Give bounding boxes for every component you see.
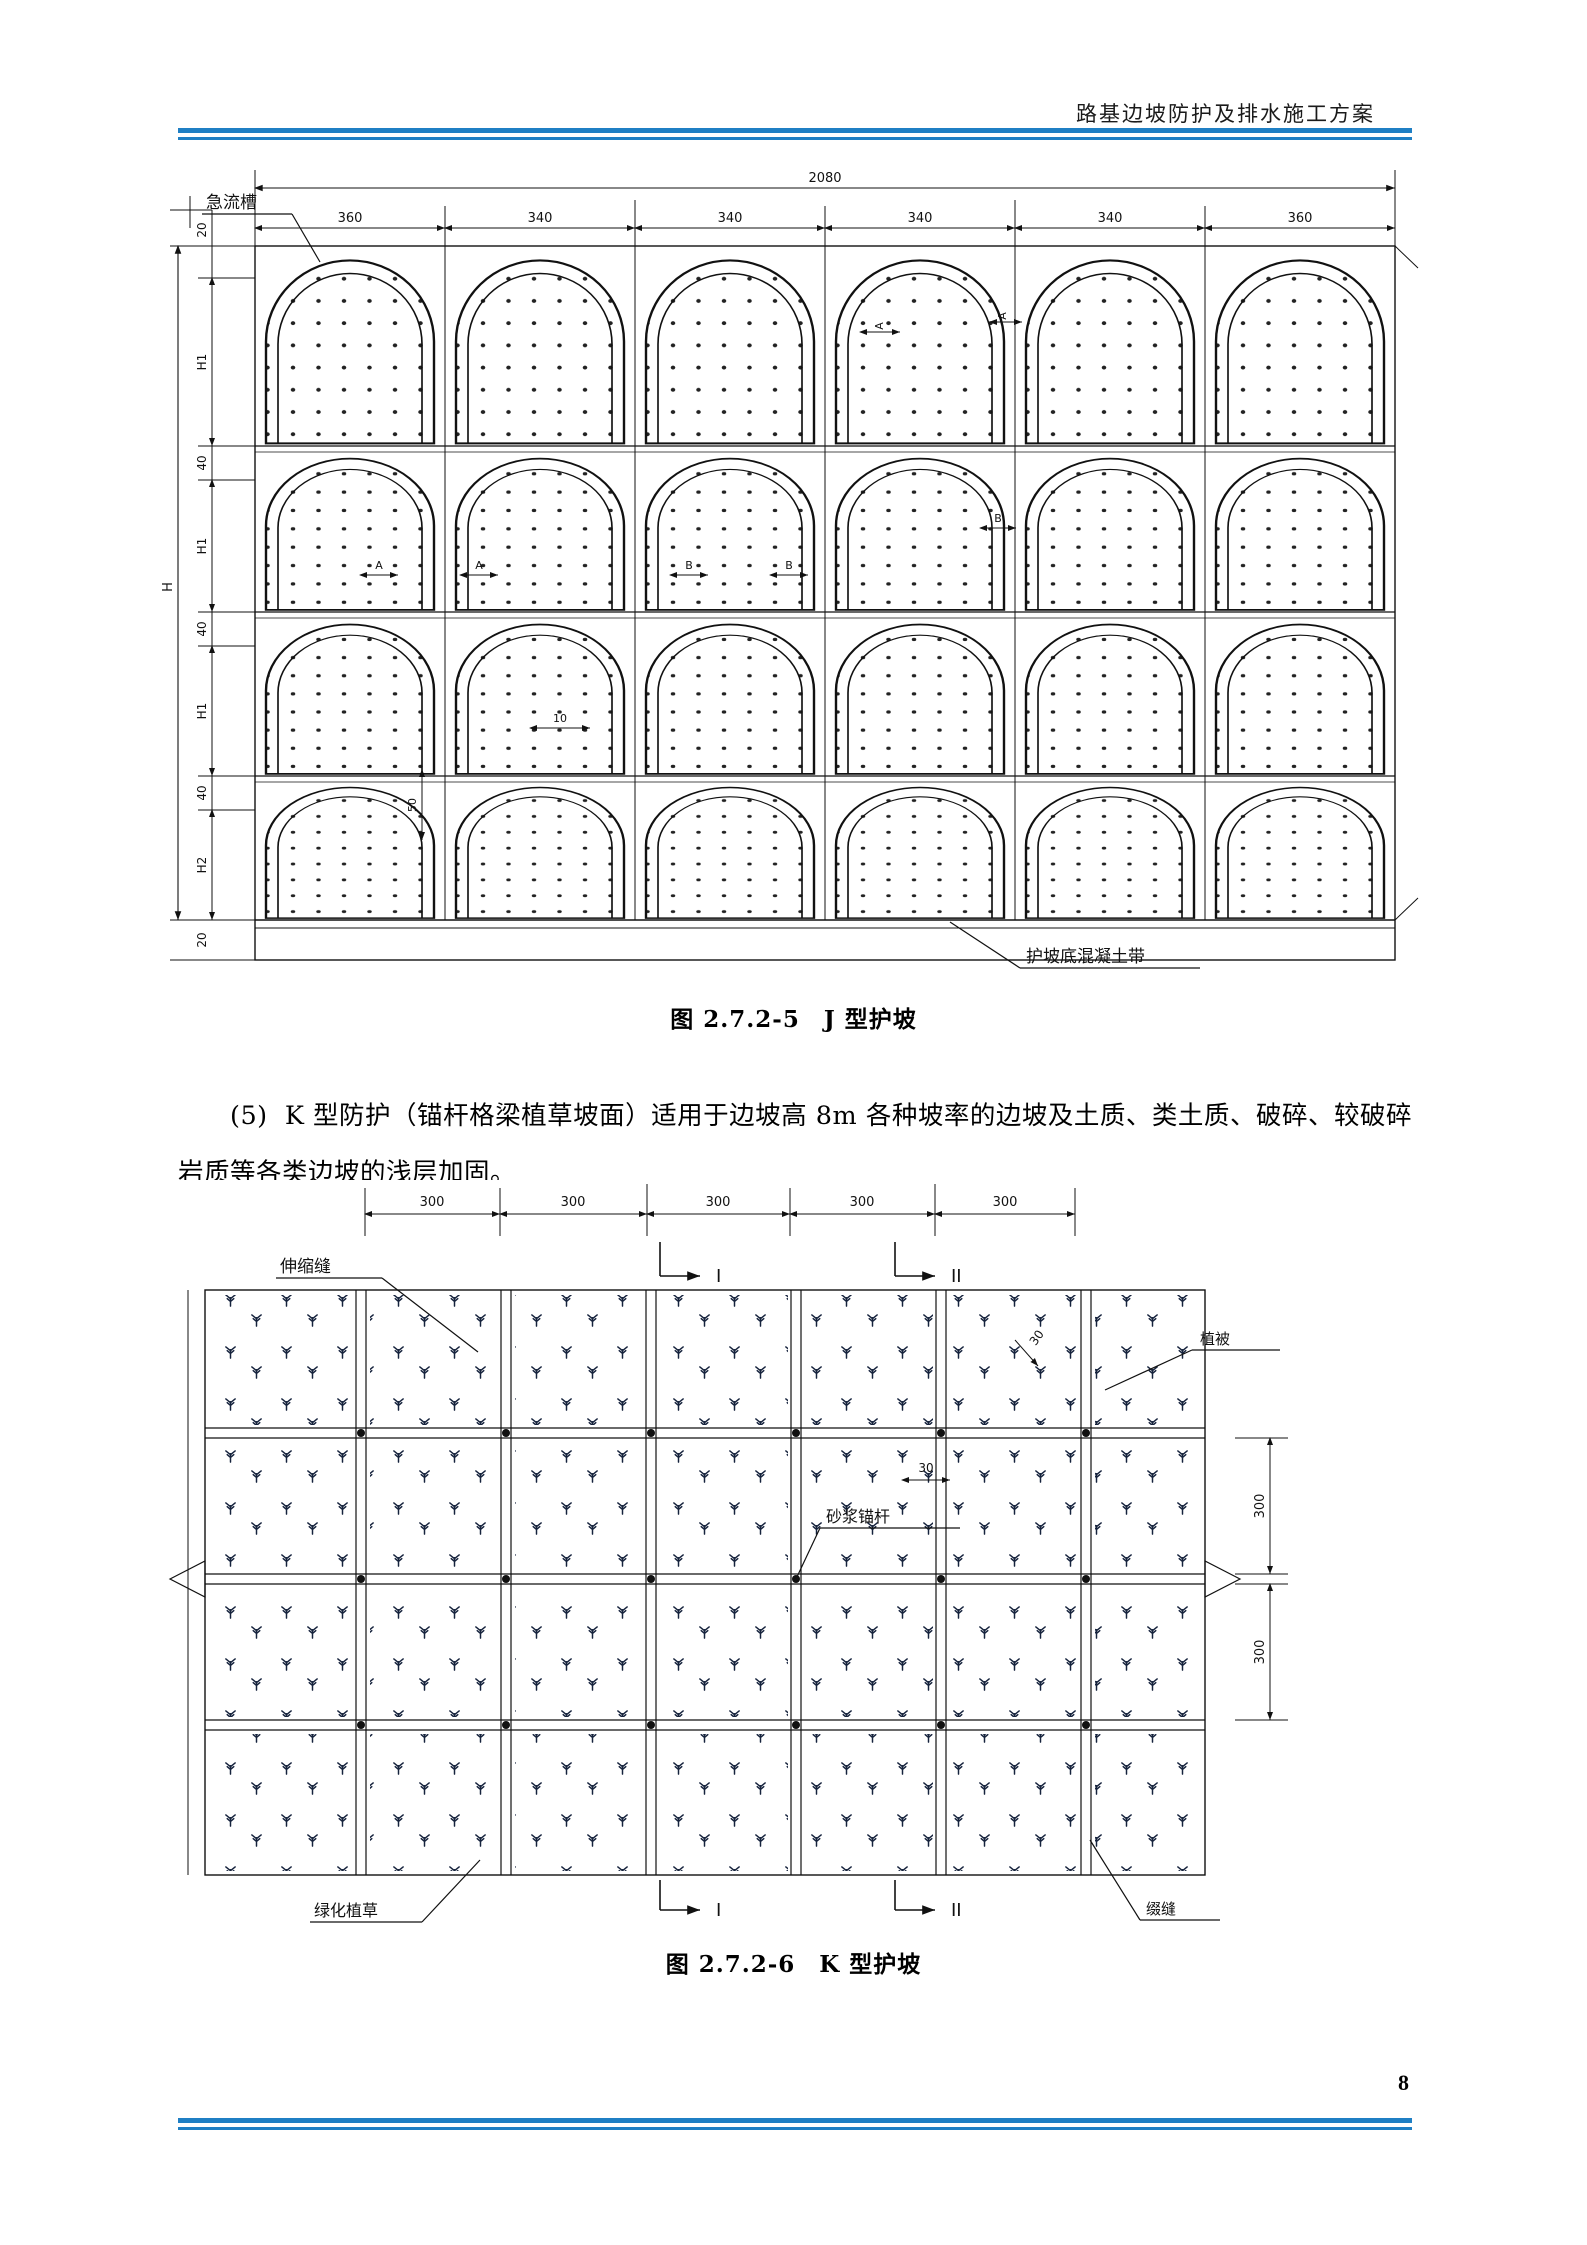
dim-left-7: H2: [195, 857, 209, 874]
k-dim-top-1: 300: [561, 1195, 586, 1210]
panel-cells: [210, 1295, 1202, 1871]
dim-left-2: 40: [195, 455, 209, 470]
callout-a-top: A: [859, 322, 900, 335]
callout-left-1: A: [359, 559, 398, 578]
figure-k-type-svg: 300 300 300 300 300 I II 伸缩缝: [160, 1180, 1430, 1940]
dim-30-b-text: 30: [918, 1461, 933, 1475]
beam-bands-horizontal: [205, 1427, 1205, 1731]
callout-thickness-50-text: 50: [406, 798, 419, 812]
dim-total-width: 2080: [253, 170, 1396, 228]
section-mark-I-bottom-text: I: [716, 1900, 721, 1921]
paragraph-text: K 型防护（锚杆格梁植草坡面）适用于边坡高 8m 各种坡率的边坡及土质、类土质、…: [178, 1100, 1412, 1188]
section-mark-I-top: I: [659, 1242, 721, 1287]
beam-bands-vertical: [355, 1290, 1092, 1875]
paragraph-item-number: (5): [230, 1100, 268, 1131]
panel-grid: [204, 1289, 1206, 1876]
dim-left-3: H1: [195, 538, 209, 555]
dim-top-2: 340: [718, 211, 743, 226]
k-dim-top-3: 300: [850, 1195, 875, 1210]
dim-left-chain: H 20: [161, 209, 255, 961]
label-chute: 急流槽: [189, 193, 321, 263]
label-bottom-band-text: 护坡底混凝土带: [1026, 947, 1145, 967]
break-symbol-right: [1204, 1560, 1242, 1598]
label-vegetation: 植被: [1104, 1330, 1280, 1391]
label-joint-text: 缀缝: [1146, 1900, 1176, 1918]
page-number: 8: [1398, 2070, 1409, 2095]
figure2-caption: 图 2.7.2-6 K 型护坡: [665, 1951, 922, 1978]
dim-top-chain-k: 300 300 300 300 300: [364, 1184, 1076, 1236]
section-mark-II-bottom-text: II: [951, 1900, 962, 1921]
header-rule-thick: [178, 128, 1412, 133]
dim-left-0: 20: [195, 222, 209, 237]
section-mark-I-top-text: I: [716, 1266, 721, 1287]
break-symbol-left: [168, 1290, 206, 1875]
figure-k-type-slope: 300 300 300 300 300 I II 伸缩缝: [160, 1180, 1430, 1940]
label-expansion-joint-text: 伸缩缝: [280, 1257, 331, 1277]
dim-left-overall: H: [161, 582, 176, 592]
k-dim-top-2: 300: [706, 1195, 731, 1210]
callout-left-2: A: [459, 559, 498, 578]
dim-total-width-label: 2080: [808, 171, 841, 186]
dim-top-segments: 360 340 340 340 340 360: [254, 200, 1396, 246]
figure-j-type-slope: 2080 360 340: [160, 150, 1430, 1000]
callout-thickness-50: 50: [406, 769, 425, 840]
footer-rule-thin: [178, 2127, 1412, 2130]
callout-thickness-10: 10: [529, 712, 590, 731]
label-green-grass-text: 绿化植草: [314, 1901, 378, 1920]
callout-a-top2-text: A: [996, 312, 1009, 320]
label-mortar-anchor: 砂浆锚杆: [795, 1507, 960, 1580]
label-green-grass: 绿化植草: [310, 1859, 481, 1923]
callout-b-mid: B: [979, 512, 1016, 531]
callout-left-1-text: A: [375, 559, 383, 572]
label-chute-text: 急流槽: [206, 193, 257, 213]
callout-thickness-10-text: 10: [553, 712, 567, 725]
page-header-title: 路基边坡防护及排水施工方案: [1076, 102, 1375, 126]
footer-rule-thick: [178, 2118, 1412, 2123]
section-mark-II-top-text: II: [951, 1266, 962, 1287]
callout-left-2-text: A: [475, 559, 483, 572]
dim-left-4: 40: [195, 621, 209, 636]
figure-j-type-svg: 2080 360 340: [160, 150, 1430, 1000]
dim-left-5: H1: [195, 703, 209, 720]
figure1-caption: 图 2.7.2-5 J 型护坡: [670, 1006, 917, 1033]
callout-mid-b1-text: B: [685, 559, 693, 572]
header-rule-thin: [178, 137, 1412, 140]
callout-mid-b1: B: [669, 559, 708, 578]
callout-mid-b2-text: B: [785, 559, 793, 572]
callout-b-mid-text: B: [994, 512, 1002, 525]
callout-a-top-text: A: [873, 322, 886, 330]
k-dim-top-0: 300: [420, 1195, 445, 1210]
anchor-nodes: [357, 1429, 1090, 1729]
k-dim-right-0: 300: [1253, 1494, 1268, 1519]
label-mortar-anchor-text: 砂浆锚杆: [826, 1507, 890, 1526]
section-mark-I-bottom: I: [659, 1880, 721, 1921]
k-dim-top-4: 300: [993, 1195, 1018, 1210]
dim-top-3: 340: [908, 211, 933, 226]
dim-top-0: 360: [338, 211, 363, 226]
dim-left-1: H1: [195, 354, 209, 371]
label-bottom-band: 护坡底混凝土带: [949, 921, 1200, 969]
k-dim-right-1: 300: [1253, 1640, 1268, 1665]
dim-left-6: 40: [195, 785, 209, 800]
dim-top-5: 360: [1288, 211, 1313, 226]
callout-mid-b2: B: [769, 559, 808, 578]
section-mark-II-bottom: II: [894, 1880, 962, 1921]
dim-left-8: 20: [195, 932, 209, 947]
arch-grid: [254, 245, 1396, 961]
callout-a-top2: A: [989, 312, 1022, 325]
dim-30-b: 30: [901, 1461, 950, 1483]
dim-right-chain-k: 300 300: [1235, 1437, 1288, 1721]
dim-top-4: 340: [1098, 211, 1123, 226]
dim-top-1: 340: [528, 211, 553, 226]
label-vegetation-text: 植被: [1200, 1330, 1230, 1348]
label-joint: 缀缝: [1089, 1839, 1220, 1921]
section-mark-II-top: II: [894, 1242, 962, 1287]
